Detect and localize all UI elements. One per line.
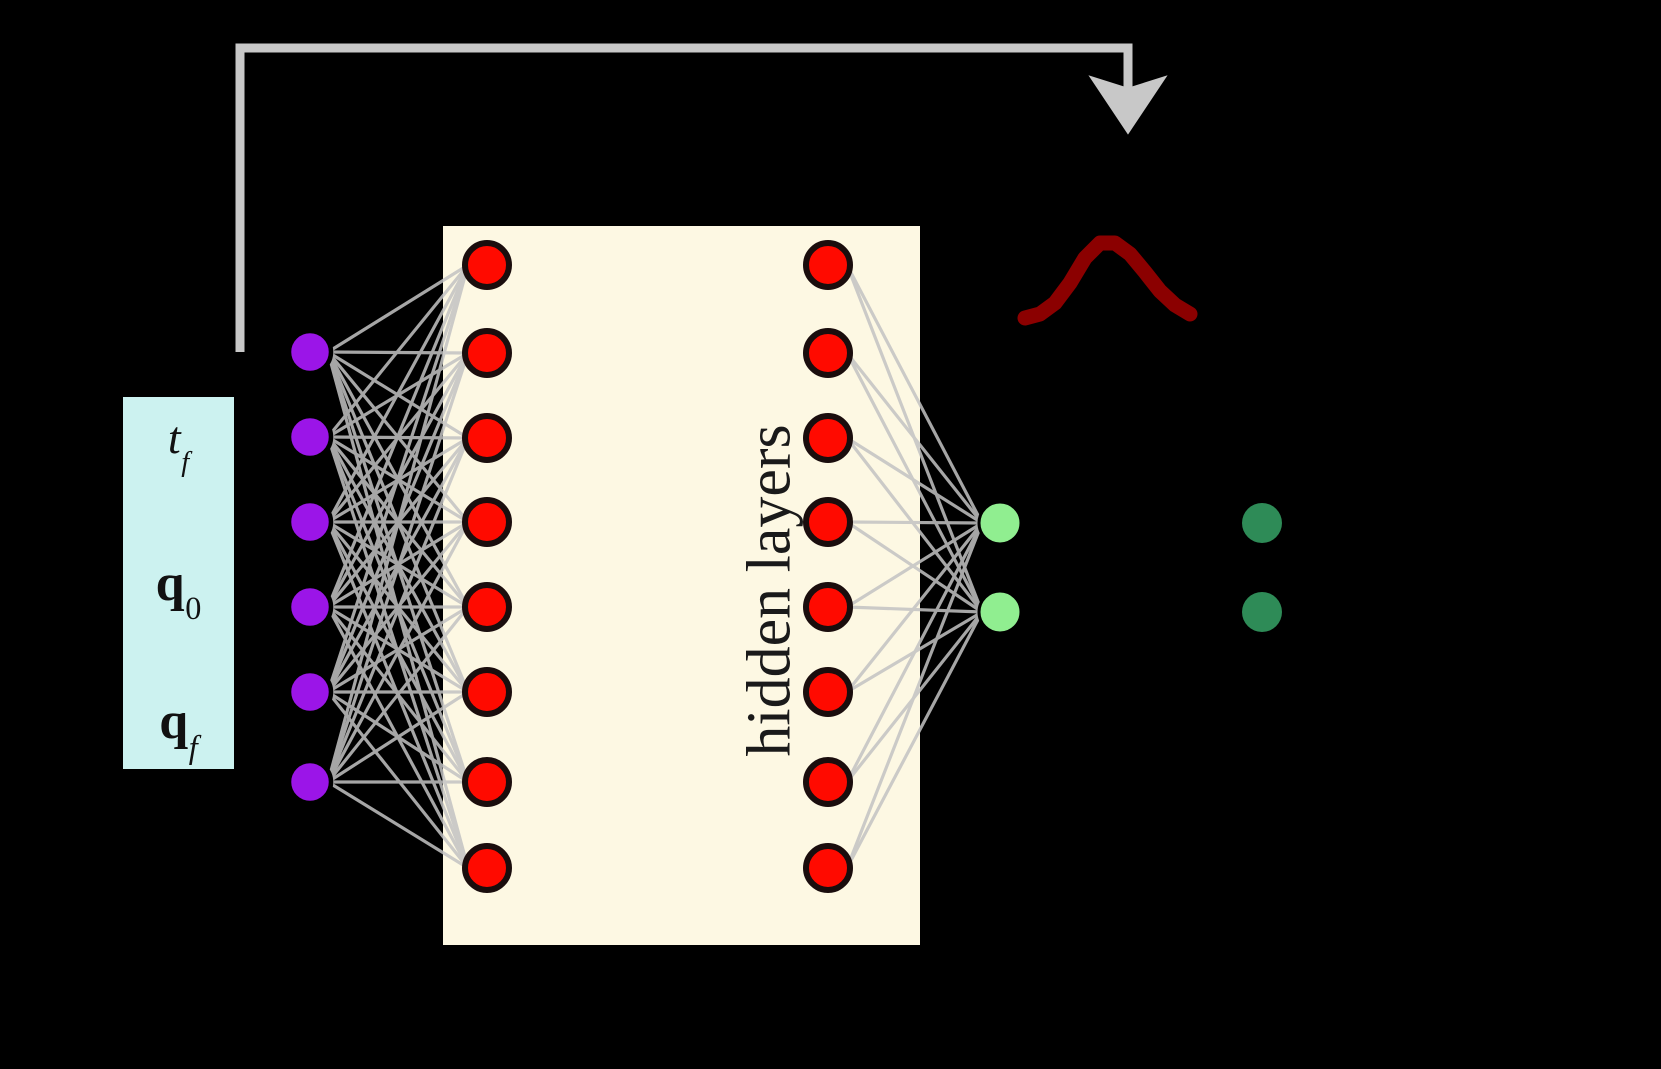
network-edge (326, 264, 470, 693)
network-edge (326, 352, 470, 783)
output-layer-nodes (977, 500, 1023, 635)
hidden1-node-5 (462, 667, 512, 717)
network-edge (327, 690, 469, 784)
hidden2-node-4 (803, 582, 853, 632)
hidden-layer-2-nodes (803, 240, 853, 893)
probability-distribution-curve (1017, 235, 1198, 326)
network-edge (326, 264, 470, 783)
network-edge (846, 436, 983, 525)
hidden-layers-panel (443, 226, 920, 945)
input-node-3 (286, 583, 334, 631)
input-node-0 (286, 328, 334, 376)
hidden1-node-4 (462, 582, 512, 632)
input-node-4 (286, 668, 334, 716)
network-edge (326, 437, 470, 783)
network-edge (326, 606, 470, 783)
edges-hidden2-to-output (845, 264, 984, 869)
network-edge (845, 352, 984, 524)
hidden1-node-0 (462, 240, 512, 290)
network-edge (845, 522, 984, 783)
input-layer-nodes (286, 328, 334, 806)
network-edge (326, 521, 470, 783)
hidden2-node-7 (803, 843, 853, 893)
result-node-0 (1242, 503, 1282, 543)
hidden-layer-1-nodes (462, 240, 512, 893)
input-label-qf: qf (159, 693, 198, 766)
network-edge (845, 264, 984, 524)
input-label-q0: q0 (155, 554, 202, 627)
input-node-5 (286, 758, 334, 806)
network-edge (846, 520, 983, 525)
network-edge (326, 264, 470, 523)
hidden2-node-5 (803, 667, 853, 717)
network-edge (846, 521, 983, 609)
network-edge (845, 522, 984, 693)
network-edge (845, 522, 984, 869)
network-edge (327, 263, 469, 354)
input-node-2 (286, 498, 334, 546)
result-nodes (1242, 503, 1282, 632)
output-node-0 (977, 500, 1023, 546)
network-edge (845, 611, 984, 869)
hidden1-node-6 (462, 757, 512, 807)
hidden2-node-0 (803, 240, 853, 290)
output-node-1 (977, 589, 1023, 635)
hidden2-node-3 (803, 497, 853, 547)
hidden-layers-caption: hidden layers (735, 424, 804, 757)
feedback-loop-arrow (235, 43, 1168, 352)
hidden2-node-1 (803, 328, 853, 378)
result-node-1 (1242, 592, 1282, 632)
input-label-tf: tf (167, 412, 190, 478)
network-edge (327, 780, 469, 870)
input-feature-box: tf q0 qf (123, 397, 234, 769)
network-edge (846, 520, 983, 614)
hidden2-node-2 (803, 413, 853, 463)
network-edge (326, 263, 470, 439)
network-edge (326, 264, 470, 608)
hidden1-node-7 (462, 843, 512, 893)
hidden1-node-1 (462, 328, 512, 378)
hidden1-node-3 (462, 497, 512, 547)
hidden2-node-6 (803, 757, 853, 807)
edges-input-to-hidden1 (326, 263, 470, 870)
hidden1-node-2 (462, 413, 512, 463)
input-node-1 (286, 413, 334, 461)
